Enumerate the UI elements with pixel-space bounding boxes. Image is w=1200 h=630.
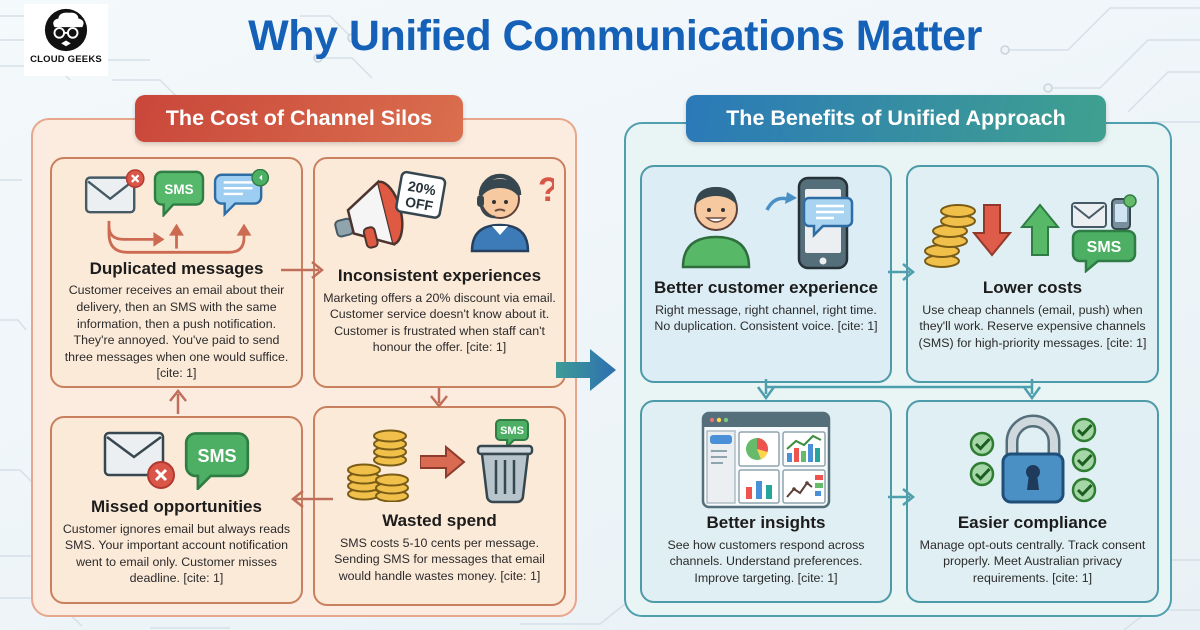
card-icons — [673, 175, 859, 275]
arrow-up-icon — [1019, 203, 1060, 256]
phone-icon — [1110, 194, 1137, 230]
silos-header-badge: The Cost of Channel Silos — [135, 95, 463, 142]
question-mark-icon: ? — [538, 171, 554, 209]
sms-bubble-icon: SMS — [184, 432, 249, 490]
svg-text:20%: 20% — [406, 178, 437, 199]
sms-bubble-icon: SMS — [153, 170, 204, 217]
card-icons: SMS — [342, 416, 538, 508]
coins-icon — [923, 204, 976, 268]
card-icons — [701, 410, 831, 510]
card-body: SMS costs 5-10 cents per message. Sendin… — [334, 535, 545, 583]
svg-text:SMS: SMS — [1086, 239, 1121, 256]
card-title: Easier compliance — [957, 513, 1108, 532]
benefits-header-badge: The Benefits of Unified Approach — [686, 95, 1106, 142]
svg-text:SMS: SMS — [197, 446, 236, 466]
email-error-icon — [84, 169, 145, 214]
card-duplicated-messages: SMS — [50, 157, 303, 388]
phone-chat-icon — [765, 176, 854, 270]
customer-avatar-icon — [681, 187, 751, 269]
card-icons: SMS — [84, 167, 270, 219]
card-title: Better insights — [706, 513, 826, 532]
card-title: Wasted spend — [382, 511, 497, 530]
benefits-panel: Better customer experience Right message… — [624, 122, 1172, 617]
logo-text: CLOUD GEEKS — [30, 54, 102, 65]
card-better-insights: Better insights See how customers respon… — [640, 400, 892, 603]
card-easier-compliance: Easier compliance Manage opt-outs centra… — [906, 400, 1159, 603]
card-better-customer-experience: Better customer experience Right message… — [640, 165, 892, 383]
card-icons: 20% OFF ? — [326, 167, 554, 263]
duplicate-arrows-icon — [107, 220, 252, 254]
arrow-right-icon — [419, 445, 466, 479]
silos-panel: SMS — [31, 118, 577, 617]
sms-bubble-icon: SMS — [1071, 229, 1136, 273]
card-title: Inconsistent experiences — [337, 266, 542, 285]
email-icon — [1070, 202, 1107, 228]
check-circle-icon — [969, 417, 1096, 503]
padlock-icon — [969, 414, 1096, 504]
coins-icon — [346, 429, 409, 502]
card-icons: SMS — [103, 426, 251, 494]
svg-text:OFF: OFF — [403, 193, 434, 214]
card-title: Better customer experience — [654, 278, 878, 297]
analytics-dashboard-icon — [701, 411, 831, 509]
discount-tag-icon: 20% OFF — [394, 170, 446, 219]
card-body: Marketing offers a 20% discount via emai… — [323, 290, 556, 355]
card-wasted-spend: SMS Wasted spend SMS costs 5-10 cents pe… — [313, 406, 566, 606]
svg-text:SMS: SMS — [500, 425, 524, 437]
push-notification-icon — [213, 168, 269, 217]
support-agent-icon: ? — [470, 171, 554, 253]
card-icons — [963, 410, 1103, 510]
trash-bin-icon: SMS — [476, 419, 533, 504]
card-title: Missed opportunities — [91, 497, 262, 516]
card-body: Customer ignores email but always reads … — [62, 521, 291, 586]
card-lower-costs: SMS Lower costs Use cheap channels (emai… — [906, 165, 1159, 383]
logo: CLOUD GEEKS — [24, 4, 108, 76]
arrow-down-icon — [971, 204, 1012, 257]
card-body: Manage opt-outs centrally. Track consent… — [919, 537, 1146, 585]
page-title: Why Unified Communications Matter — [248, 12, 982, 60]
card-icons: SMS — [920, 175, 1146, 275]
card-missed-opportunities: SMS Missed opportunities Customer ignore… — [50, 416, 303, 604]
megaphone-icon: 20% OFF — [333, 170, 446, 249]
flow-arrow-icon — [556, 349, 616, 391]
email-error-icon — [103, 431, 175, 489]
card-title: Duplicated messages — [89, 258, 264, 278]
card-body: Right message, right channel, right time… — [654, 302, 878, 334]
card-body: Customer receives an email about their d… — [64, 283, 289, 381]
card-title: Lower costs — [982, 278, 1083, 297]
card-body: See how customers respond across channel… — [667, 537, 865, 585]
card-inconsistent-experiences: 20% OFF ? Inconsistent exper — [313, 157, 566, 388]
sms-bubble-icon — [494, 419, 529, 450]
arrow-down-connector — [430, 388, 448, 409]
cloud-geeks-logo-icon — [44, 8, 88, 52]
arrow-up-connector — [169, 388, 187, 414]
svg-text:SMS: SMS — [164, 182, 193, 197]
card-body: Use cheap channels (email, push) when th… — [918, 302, 1147, 350]
